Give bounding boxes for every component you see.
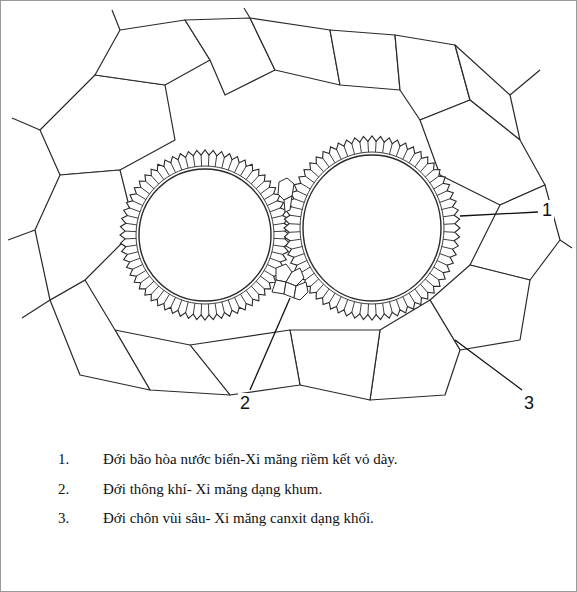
list-number: 2.	[58, 480, 69, 498]
rim-inner-line	[136, 166, 274, 304]
list-number: 1.	[58, 450, 69, 468]
meniscus-cement	[272, 178, 308, 300]
rim-crystals	[125, 155, 285, 315]
ooid-grain	[120, 150, 290, 320]
rim-crystals	[289, 141, 455, 315]
callout-number: 2	[238, 393, 252, 415]
callout-number: 3	[522, 393, 536, 415]
grain-core	[139, 169, 271, 301]
rim-outer	[284, 136, 460, 320]
rim-inner-line	[300, 152, 444, 304]
callout-number: 1	[540, 200, 554, 222]
list-number: 3.	[58, 509, 69, 527]
ooid-grains	[120, 136, 460, 320]
grain-core	[303, 155, 441, 301]
legend-text: Đới thông khí- Xi măng dạng khum.	[103, 480, 322, 498]
blocky-calcite-mosaic	[8, 8, 572, 400]
leader-lines	[250, 212, 538, 390]
ooid-grain	[284, 136, 460, 320]
rim-outer	[120, 150, 290, 320]
legend-text: Đới bão hòa nước biển-Xi măng riềm kết v…	[103, 450, 398, 468]
legend-text: Đới chôn vùi sâu- Xi măng canxit dạng kh…	[103, 509, 374, 527]
